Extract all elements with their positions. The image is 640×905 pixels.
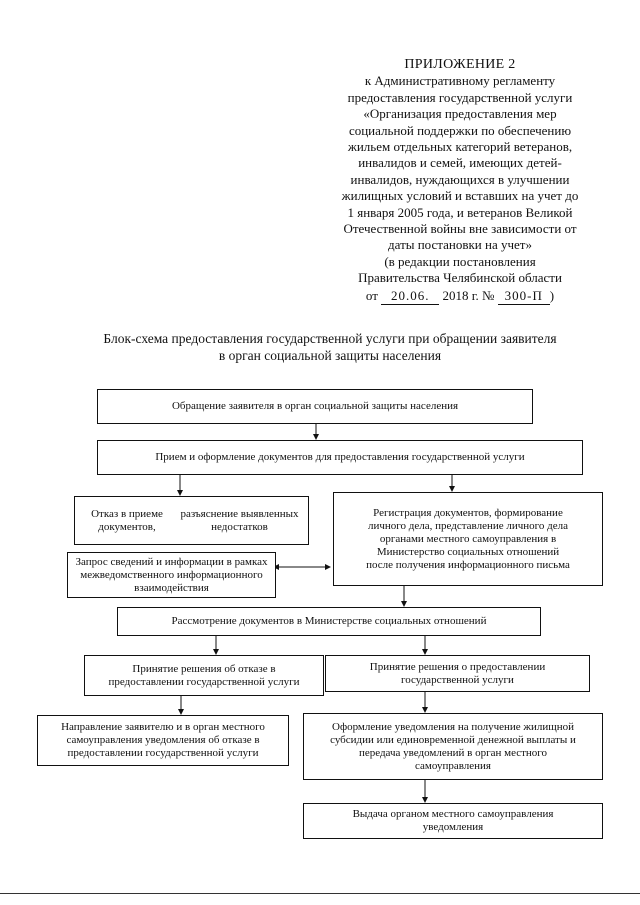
box-text: органами местного самоуправления в (379, 532, 557, 545)
header-line: социальной поддержки по обеспечению (348, 122, 572, 138)
header-line: жилищных условий и вставших на учет до (341, 188, 579, 204)
box-text: уведомления (422, 821, 484, 833)
box-text: разъяснение выявленных недостатков (180, 507, 299, 533)
notify-grant-box: Оформление уведомления на получение жили… (303, 713, 603, 780)
box-text: Министерство социальных отношений (376, 545, 560, 558)
order-year: 2018 г. № (442, 287, 495, 303)
decision-grant-box: Принятие решения о предоставлении госуда… (325, 655, 590, 692)
header-line: инвалидов, нуждающихся в улучшении (350, 171, 570, 187)
box-text: личного дела, представление личного дела (367, 519, 569, 532)
box-text: Направление заявителю и в орган местного (61, 721, 265, 733)
caption-line: в орган социальной защиты населения (218, 348, 442, 363)
box-text: самоуправления (415, 759, 491, 772)
box-text: Оформление уведомления на получение жили… (332, 720, 574, 733)
box-text: взаимодействия (134, 581, 209, 594)
order-suffix: ) (549, 287, 555, 303)
header-line: Отечественной войны вне зависимости от (343, 221, 577, 237)
box-text: самоуправления уведомления об отказе в (66, 734, 260, 746)
box-text: Прием и оформление документов для предос… (155, 451, 525, 463)
notify-refusal-box: Направление заявителю и в орган местного… (37, 715, 289, 766)
box-text: межведомственного информационного (80, 568, 263, 581)
header-line: к Административному регламенту (364, 73, 556, 89)
order-date: 20.06. (381, 288, 440, 306)
registration-box: Регистрация документов, формирование лич… (333, 492, 603, 586)
header-line: Правительства Челябинской области (358, 270, 562, 286)
box-text: Выдача органом местного самоуправления (352, 808, 554, 820)
order-prefix: от (365, 287, 378, 303)
reception-box: Прием и оформление документов для предос… (97, 440, 583, 475)
order-reference: от 20.06. 2018 г. № 300-П) (300, 287, 620, 306)
header-line: жильем отдельных категорий ветеранов, (347, 139, 573, 155)
header-line: даты постановки на учет» (388, 237, 532, 253)
header-line: предоставления государственной услуги (347, 89, 573, 105)
review-box: Рассмотрение документов в Министерстве с… (117, 607, 541, 636)
box-text: Рассмотрение документов в Министерстве с… (171, 615, 487, 627)
box-text: Принятие решения о предоставлении (369, 660, 546, 673)
request-box: Запрос сведений и информации в рамках ме… (67, 552, 276, 598)
box-text: субсидии или единовременной денежной вып… (330, 733, 576, 746)
appendix-header: ПРИЛОЖЕНИЕ 2 к Административному регламе… (300, 57, 620, 306)
box-text: Запрос сведений и информации в рамках (75, 555, 268, 568)
appendix-title: ПРИЛОЖЕНИЕ 2 (404, 57, 516, 72)
issue-box: Выдача органом местного самоуправления у… (303, 803, 603, 839)
refusal-box: Отказ в приеме документов, разъяснение в… (74, 496, 309, 545)
box-text: Регистрация документов, формирование (373, 506, 563, 519)
box-text: государственной услуги (401, 673, 514, 686)
order-number: 300-П (497, 288, 550, 306)
box-text: Принятие решения об отказе в (132, 662, 276, 675)
header-line: (в редакции постановления (384, 253, 536, 269)
caption-line: Блок-схема предоставления государственно… (103, 331, 557, 346)
header-line: инвалидов и семей, имеющих детей- (358, 155, 562, 171)
box-text: передача уведомлений в орган местного (358, 746, 548, 759)
header-line: «Организация предоставления мер (363, 106, 557, 122)
header-line: 1 января 2005 года, и ветеранов Великой (347, 204, 573, 220)
box-text: предоставлении государственной услуги (108, 675, 300, 688)
box-text: после получения информационного письма (366, 558, 570, 571)
decision-refuse-box: Принятие решения об отказе в предоставле… (84, 655, 324, 696)
page-bottom-rule (0, 893, 640, 894)
box-text: предоставлении государственной услуги (67, 747, 259, 759)
flowchart-caption: Блок-схема предоставления государственно… (50, 330, 610, 364)
box-text: Обращение заявителя в орган социальной з… (171, 400, 459, 412)
appeal-box: Обращение заявителя в орган социальной з… (97, 389, 533, 424)
box-text: Отказ в приеме документов, (91, 507, 163, 533)
